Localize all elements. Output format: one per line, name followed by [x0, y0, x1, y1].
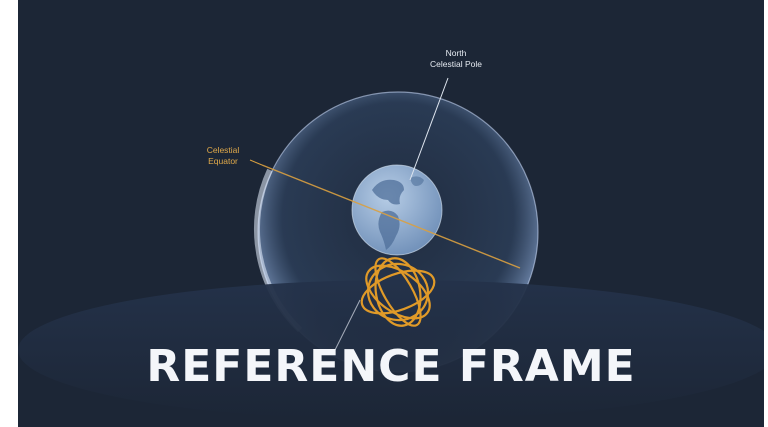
- horizon-plane: [18, 280, 764, 420]
- earth-continent-south-america: [378, 210, 400, 250]
- page-title: REFERENCE FRAME: [146, 341, 636, 392]
- right-margin: [764, 0, 768, 427]
- celestial-equator-label: Celestial Equator: [206, 145, 240, 166]
- earth-continent-europe: [410, 176, 424, 186]
- pole-pointer-line: [409, 77, 449, 181]
- north-celestial-pole-label: North Celestial Pole: [430, 48, 482, 69]
- earth-globe: [351, 164, 443, 256]
- orbit-pointer-line: [334, 299, 361, 351]
- earth-continent-north-america: [372, 179, 404, 205]
- left-margin: [0, 0, 18, 427]
- orbit-rings: [360, 257, 436, 327]
- celestial-equator-line: [261, 164, 521, 269]
- equator-leader-line: [249, 159, 263, 166]
